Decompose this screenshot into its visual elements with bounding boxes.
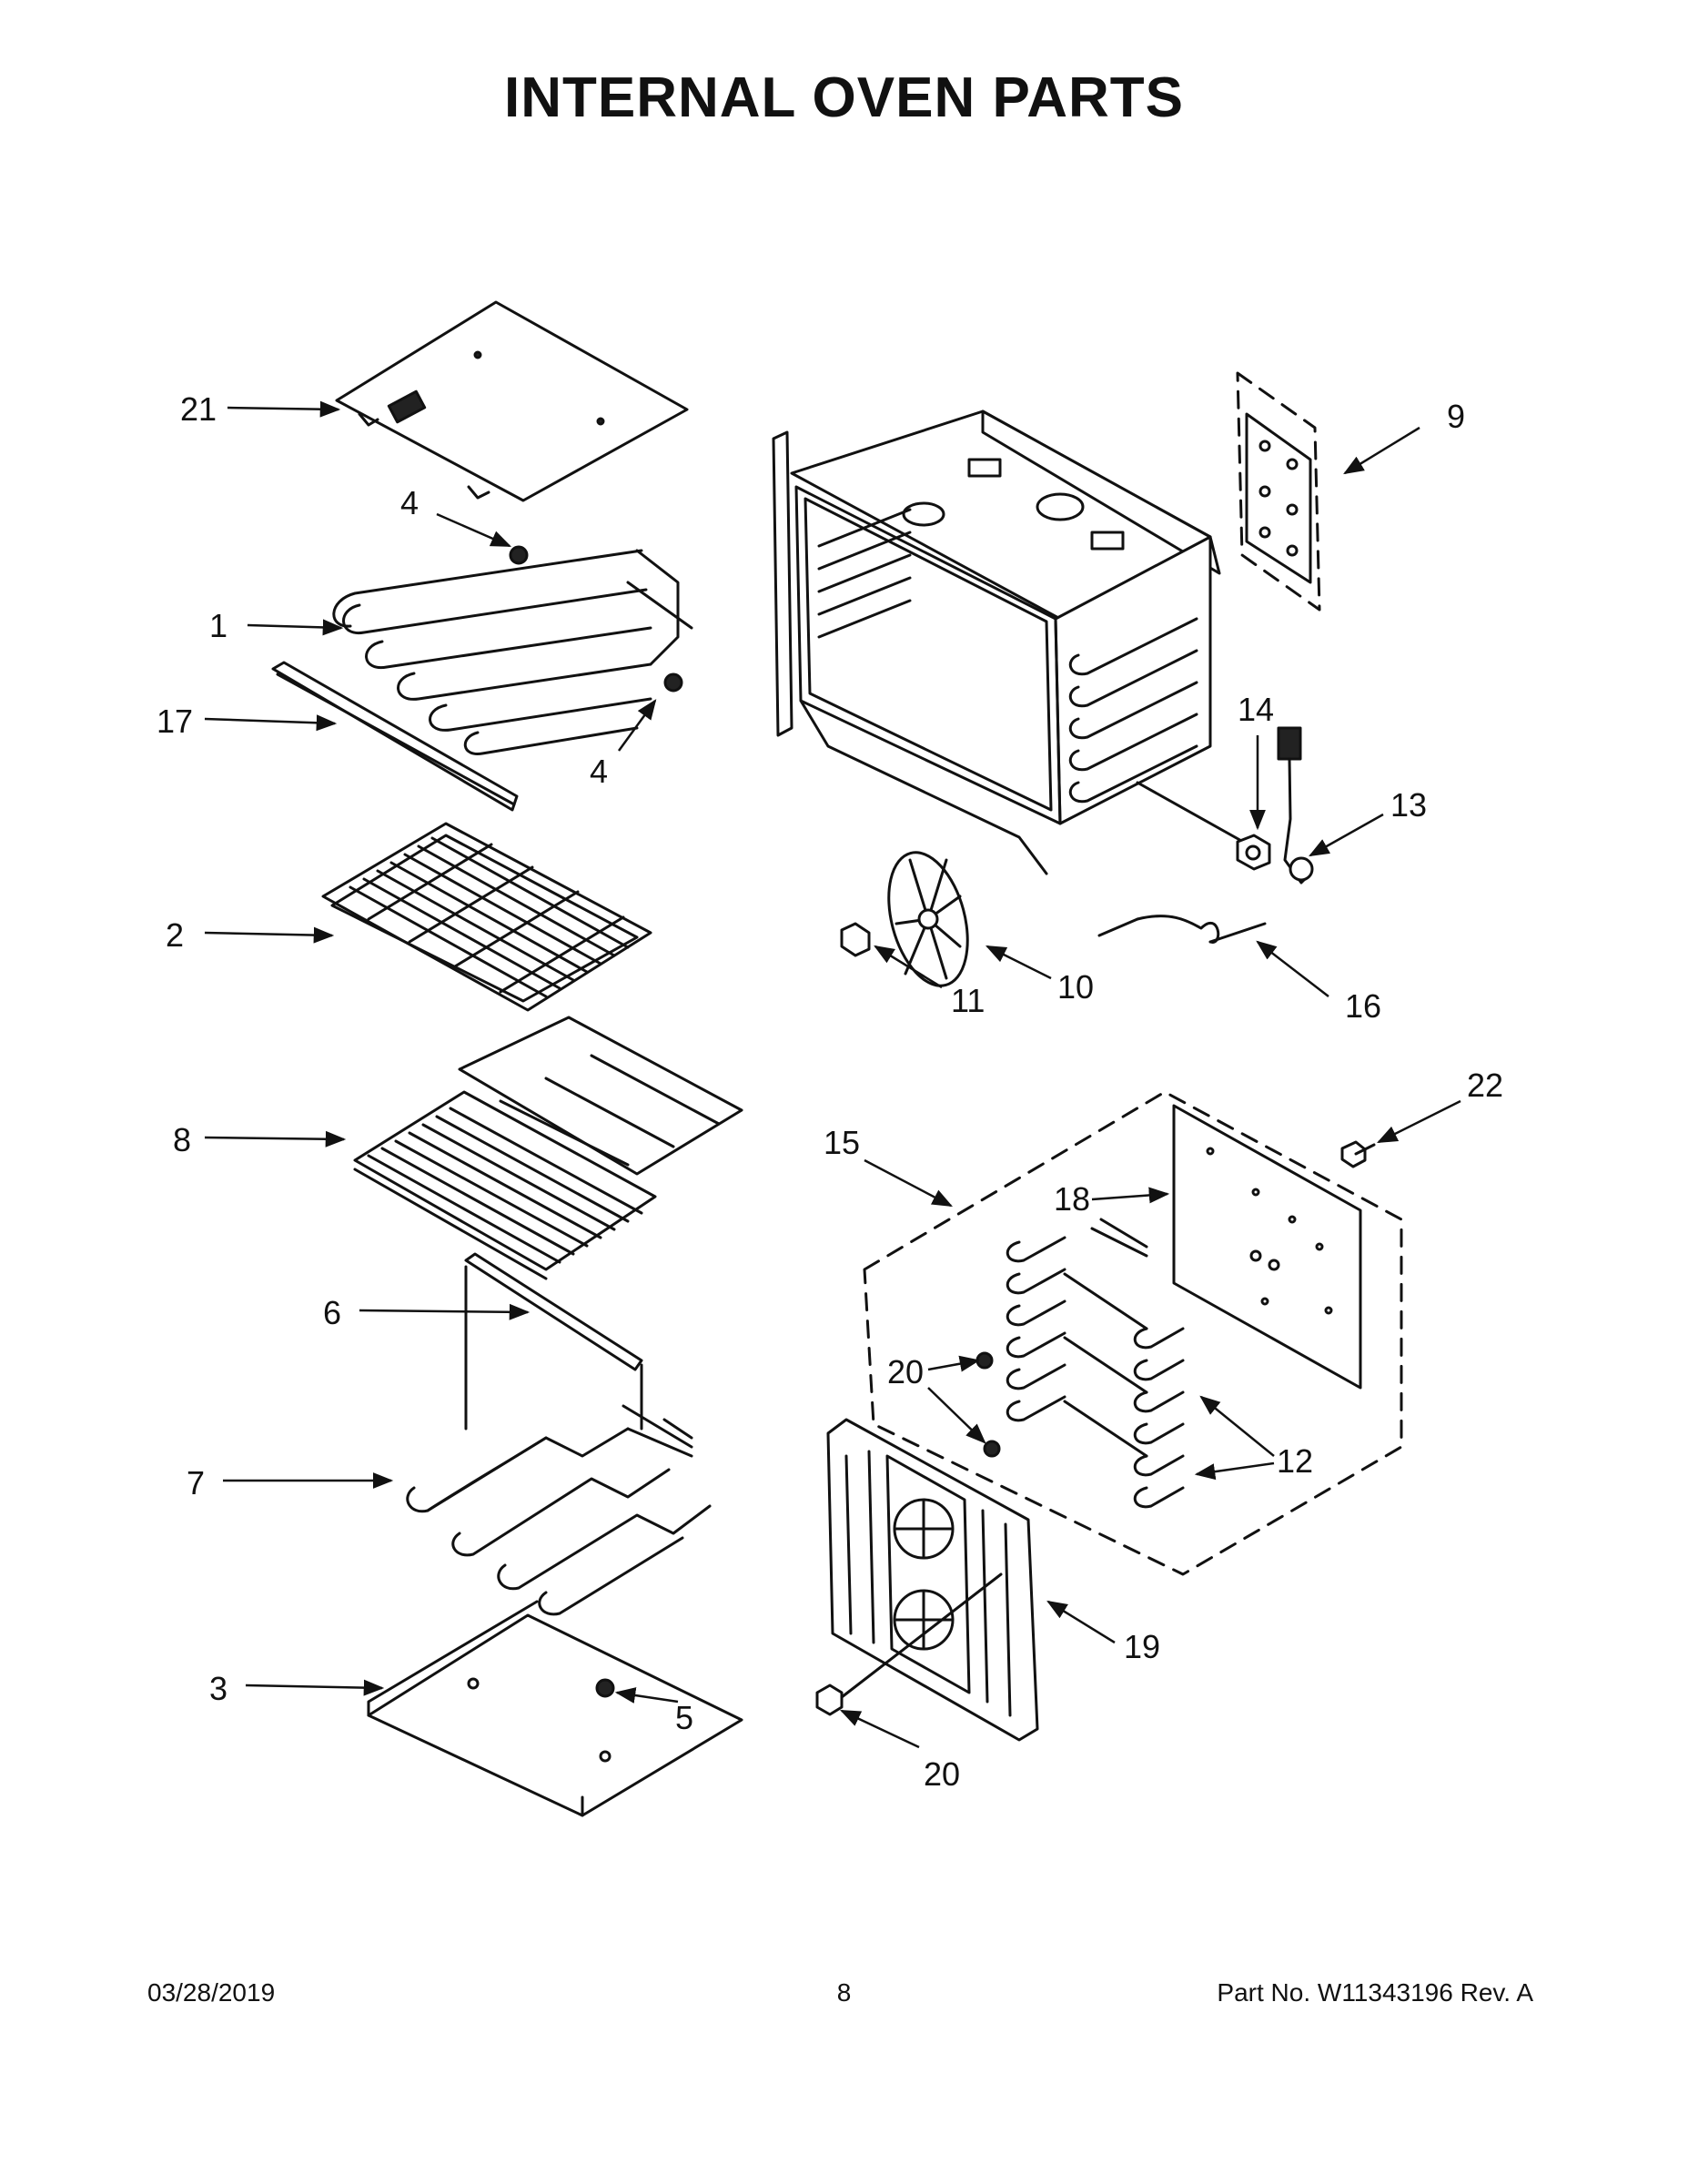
footer-part-info: Part No. W11343196 Rev. A (1217, 1978, 1533, 2007)
callout-20c: 20 (924, 1755, 960, 1793)
footer-date: 03/28/2019 (147, 1978, 276, 2007)
part-21-top-panel (335, 300, 689, 502)
callout-21: 21 (180, 390, 217, 428)
oven-cavity (772, 410, 1253, 875)
callout-2: 2 (166, 916, 184, 954)
part-14-nut (1236, 834, 1271, 871)
callout-16: 16 (1345, 987, 1381, 1025)
part-9-switch-assembly (1236, 371, 1321, 612)
callout-17: 17 (157, 703, 193, 740)
callout-5: 5 (675, 1699, 693, 1736)
callout-4a: 4 (400, 484, 419, 521)
callout-22: 22 (1467, 1067, 1503, 1104)
footer-page-number: 8 (836, 1978, 852, 2007)
part-16-temp-sensor (1097, 915, 1267, 944)
leader-lines (204, 400, 1461, 1749)
part-3-bottom-panel (367, 1600, 743, 1817)
part-19-fan-cover (826, 1418, 1039, 1742)
callout-14: 14 (1238, 691, 1274, 728)
callout-9: 9 (1447, 398, 1465, 435)
callout-3: 3 (209, 1670, 227, 1707)
callout-7: 7 (187, 1464, 205, 1502)
part-7-bake-element (406, 1404, 712, 1616)
callout-13: 13 (1390, 786, 1427, 824)
part-2-oven-rack (321, 822, 652, 1012)
part-1-broil-element (332, 545, 693, 755)
part-10-fan-blade (887, 851, 969, 987)
page-title: INTERNAL OVEN PARTS (504, 66, 1184, 129)
part-13-light-socket (1277, 726, 1314, 885)
part-17-trim-strip (271, 661, 519, 812)
part-6-element-bracket (464, 1252, 643, 1431)
part-15-convection-assembly (863, 1090, 1403, 1576)
callout-4b: 4 (590, 753, 608, 790)
part-20-screws (815, 1351, 1001, 1716)
callout-11: 11 (951, 982, 985, 1019)
part-11-fan-nut (840, 922, 871, 957)
callout-8: 8 (173, 1121, 191, 1158)
callout-12: 12 (1277, 1442, 1313, 1480)
callout-6: 6 (323, 1294, 341, 1331)
callout-20a: 20 (887, 1353, 924, 1390)
callout-19: 19 (1124, 1628, 1160, 1665)
part-8-rollout-rack (353, 1016, 743, 1280)
callout-1: 1 (209, 607, 227, 644)
callout-15: 15 (824, 1124, 860, 1161)
callout-labels: 21 4 1 4 17 2 8 6 7 3 5 9 14 13 10 11 16… (157, 390, 1503, 1793)
callout-10: 10 (1057, 968, 1094, 1006)
callout-18: 18 (1054, 1180, 1090, 1218)
